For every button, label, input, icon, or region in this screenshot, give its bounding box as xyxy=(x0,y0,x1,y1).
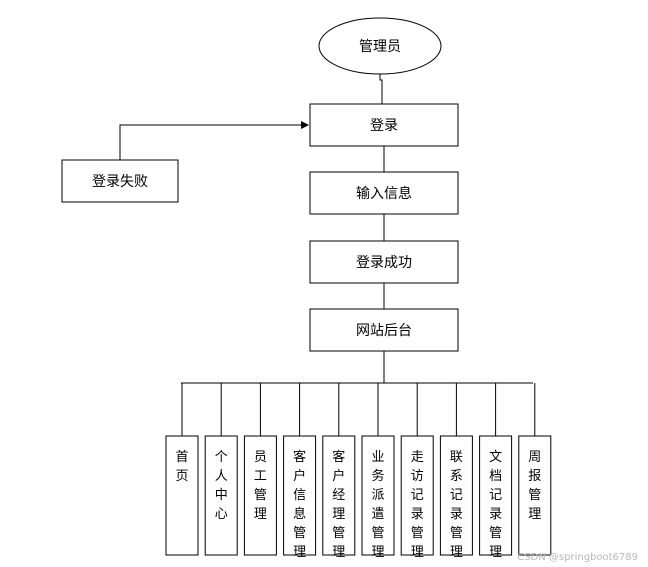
module-label-char: 理 xyxy=(332,545,345,560)
admin-node: 管理员 xyxy=(318,17,442,75)
login-node: 登录 xyxy=(309,103,459,147)
module-label-char: 管 xyxy=(254,488,267,503)
module-label-char: 理 xyxy=(293,545,306,560)
module-label-char: 管 xyxy=(450,526,463,541)
module-label-char: 派 xyxy=(371,488,384,503)
module-label-char: 联 xyxy=(450,450,463,465)
module-label-char: 记 xyxy=(450,488,463,503)
module-label-char: 理 xyxy=(528,507,541,522)
module-label-char: 理 xyxy=(254,507,267,522)
site-backend-label: 网站后台 xyxy=(356,323,412,339)
login-success-label: 登录成功 xyxy=(356,255,412,271)
login-success-node: 登录成功 xyxy=(309,240,459,284)
module-label-char: 工 xyxy=(254,469,267,484)
module-label-char: 周 xyxy=(528,450,541,465)
login-fail-node: 登录失败 xyxy=(61,159,179,203)
input-info-label: 输入信息 xyxy=(356,185,412,202)
module-label-char: 记 xyxy=(411,488,424,503)
module-label-char: 管 xyxy=(528,488,541,503)
module-label-char: 录 xyxy=(489,507,502,522)
module-label-char: 理 xyxy=(411,545,424,560)
module-label-char: 理 xyxy=(450,545,463,560)
module-label-char: 客 xyxy=(332,449,345,465)
module-label-char: 心 xyxy=(215,507,228,522)
module-label-char: 页 xyxy=(175,469,188,484)
module-boxes: 首页个人中心员工管理客户信息管理客户经理管理业务派遣管理走访记录管理联系记录管理… xyxy=(165,435,552,560)
module-label-char: 信 xyxy=(293,488,306,503)
module-label-char: 业 xyxy=(371,450,384,465)
module-label-char: 首 xyxy=(175,450,188,465)
module-label-char: 人 xyxy=(215,469,228,484)
input-info-node: 输入信息 xyxy=(309,171,459,215)
module-label-char: 息 xyxy=(293,506,306,522)
site-backend-node: 网站后台 xyxy=(309,308,459,352)
module-label-char: 户 xyxy=(332,468,345,484)
module-label-char: 管 xyxy=(411,526,424,541)
module-label-char: 报 xyxy=(528,469,541,484)
module-label-char: 录 xyxy=(450,507,463,522)
module-label-char: 经 xyxy=(332,488,345,503)
module-label-char: 档 xyxy=(489,469,502,484)
module-label-char: 文 xyxy=(489,450,502,465)
module-label-char: 理 xyxy=(489,545,502,560)
module-label-char: 中 xyxy=(215,488,228,503)
module-label-char: 户 xyxy=(293,468,306,484)
module-label-char: 系 xyxy=(450,469,463,484)
module-connectors xyxy=(181,383,536,436)
module-label-char: 管 xyxy=(489,526,502,541)
module-label-char: 个 xyxy=(215,450,228,465)
login-label: 登录 xyxy=(370,118,398,134)
module-label-char: 理 xyxy=(332,507,345,522)
module-label-char: 理 xyxy=(371,545,384,560)
module-label-char: 管 xyxy=(371,526,384,541)
connector-admin-login xyxy=(379,74,383,104)
watermark: CSDN @springboot6789 xyxy=(517,552,638,563)
admin-label: 管理员 xyxy=(359,39,401,55)
module-label-char: 管 xyxy=(332,526,345,541)
module-label-char: 走 xyxy=(411,450,424,465)
module-label-char: 记 xyxy=(489,488,502,503)
module-label-char: 客 xyxy=(293,449,306,465)
module-label-char: 遣 xyxy=(371,507,384,522)
login-fail-label: 登录失败 xyxy=(92,174,148,190)
module-box: 首页 xyxy=(165,435,199,556)
module-label-char: 管 xyxy=(293,526,306,541)
module-label-char: 访 xyxy=(411,469,424,484)
module-label-char: 务 xyxy=(371,468,384,484)
module-label-char: 录 xyxy=(411,507,424,522)
connector-fail-login xyxy=(119,121,309,160)
module-label-char: 员 xyxy=(254,450,267,465)
connectors xyxy=(119,74,533,384)
